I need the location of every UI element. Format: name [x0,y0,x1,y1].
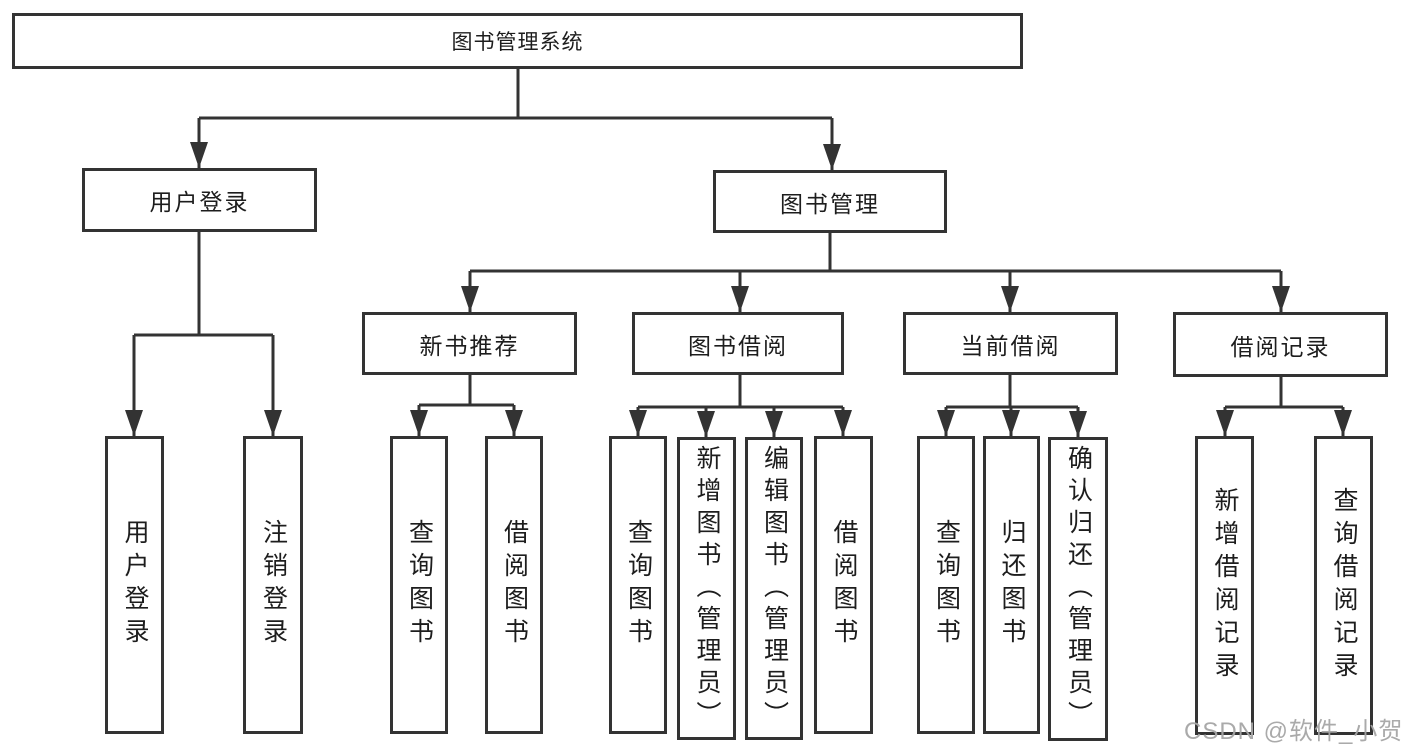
node-new-book-recommendation: 新书推荐 [362,312,577,375]
csdn-watermark: CSDN @软件_小贺同学 [1184,718,1405,745]
node-book-borrowing: 图书借阅 [632,312,844,375]
leaf-borrow-book-borrow: 借阅图书 [814,436,873,734]
node-book-management: 图书管理 [713,170,947,233]
leaf-confirm-return-admin: 确认归还（管理员） [1048,437,1108,741]
leaf-query-borrow-record: 查询借阅记录 [1314,436,1373,735]
leaf-add-book-admin: 新增图书（管理员） [677,437,736,740]
connector-current-borrow-children [937,375,1087,437]
leaf-borrow-book-borrow-label: 借阅图书 [830,519,858,651]
connector-borrow-records-children [1216,377,1352,436]
leaf-query-book-rec: 查询图书 [390,436,448,734]
node-book-borrowing-label: 图书借阅 [688,332,788,359]
node-library-system: 图书管理系统 [12,13,1023,69]
leaf-query-borrow-record-label: 查询借阅记录 [1330,486,1358,685]
node-borrowing-records: 借阅记录 [1173,312,1388,377]
leaf-logout-login: 注销登录 [243,436,303,734]
leaf-query-book-borrow-label: 查询图书 [624,519,653,651]
leaf-edit-book-admin: 编辑图书（管理员） [745,437,803,740]
node-library-system-label: 图书管理系统 [451,31,584,54]
node-current-borrowing: 当前借阅 [903,312,1118,375]
node-book-management-label: 图书管理 [780,190,880,217]
leaf-query-book-rec-label: 查询图书 [405,519,434,651]
connector-new-book-rec-children [410,375,523,436]
connector-root-to-level2 [190,69,841,170]
leaf-add-borrow-record: 新增借阅记录 [1195,436,1254,735]
node-user-login: 用户登录 [82,168,317,232]
leaf-query-book-current: 查询图书 [917,436,975,734]
leaf-add-borrow-record-label: 新增借阅记录 [1211,486,1239,685]
leaf-confirm-return-admin-label: 确认归还（管理员） [1064,445,1093,733]
node-new-book-recommendation-label: 新书推荐 [419,332,520,359]
leaf-borrow-book-rec: 借阅图书 [485,436,543,734]
connector-user-login-children [125,232,282,436]
leaf-query-book-borrow: 查询图书 [609,436,667,734]
connector-book-mgmt-children [461,233,1290,312]
leaf-logout-login-label: 注销登录 [259,519,288,651]
leaf-return-book-label: 归还图书 [998,519,1026,651]
node-current-borrowing-label: 当前借阅 [960,332,1061,359]
node-borrowing-records-label: 借阅记录 [1230,333,1331,360]
leaf-add-book-admin-label: 新增图书（管理员） [693,444,721,733]
connector-book-borrow-children [629,375,852,437]
leaf-edit-book-admin-label: 编辑图书（管理员） [760,444,789,733]
leaf-return-book: 归还图书 [983,436,1040,734]
leaf-query-book-current-label: 查询图书 [932,519,961,651]
leaf-user-login-label: 用户登录 [121,519,149,651]
leaf-borrow-book-rec-label: 借阅图书 [500,519,529,651]
node-user-login-label: 用户登录 [149,189,250,215]
leaf-user-login: 用户登录 [105,436,164,734]
